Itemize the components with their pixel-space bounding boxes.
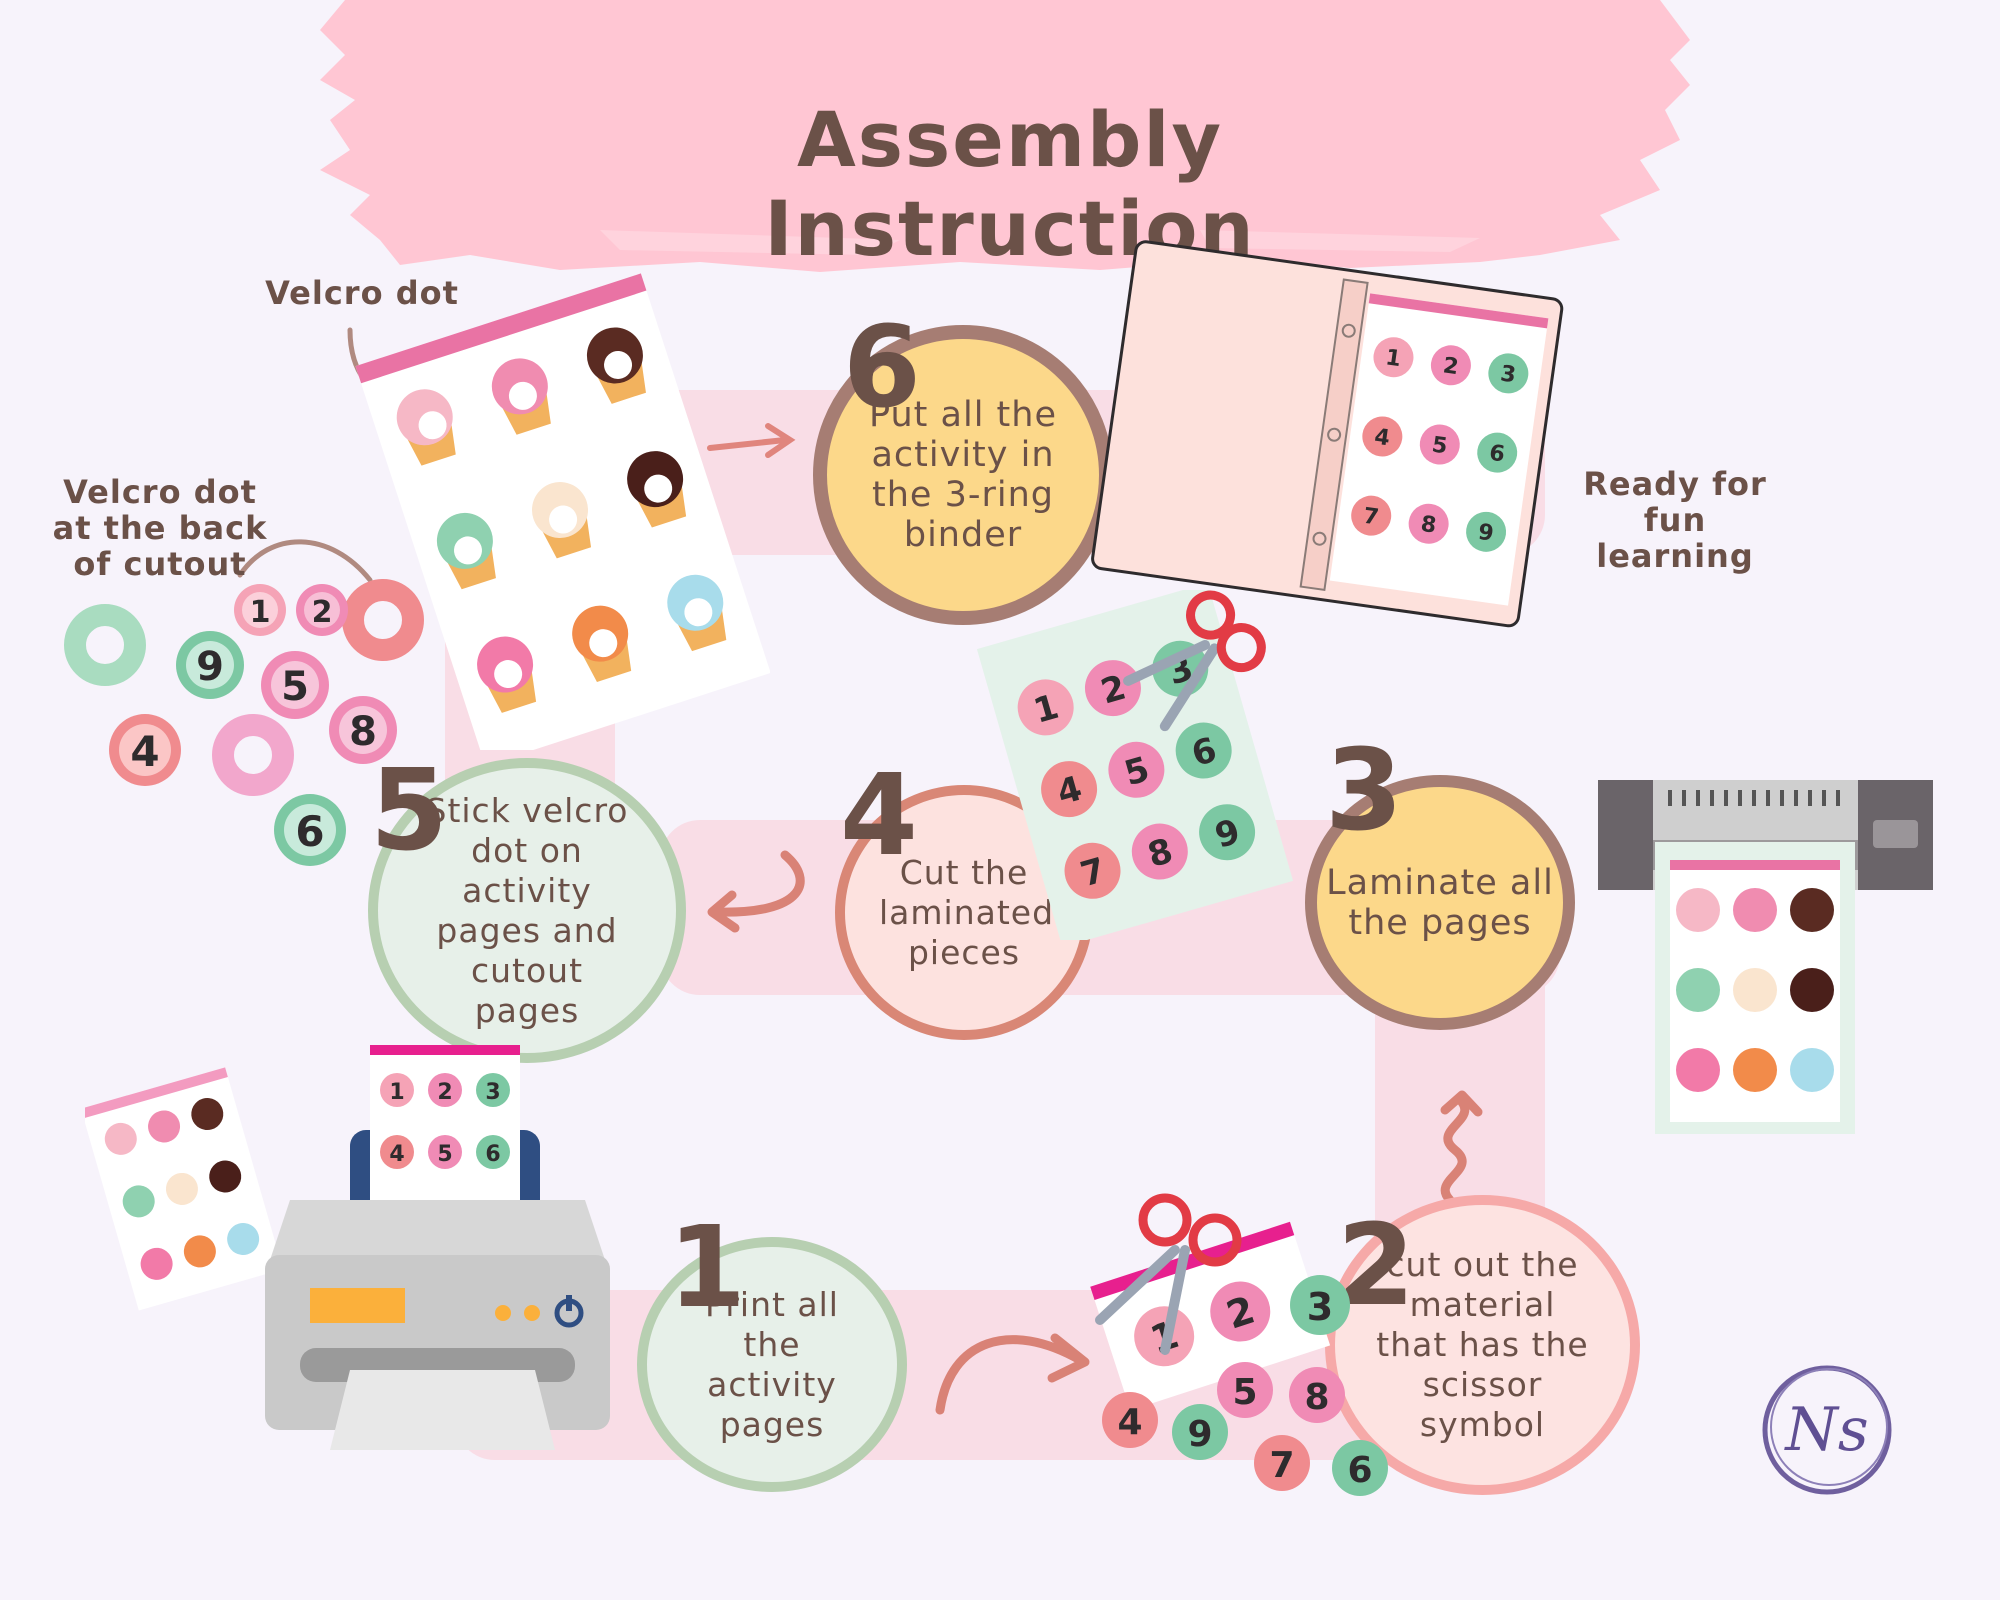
svg-text:1: 1 xyxy=(250,595,271,630)
svg-text:2: 2 xyxy=(1441,353,1460,380)
svg-text:3: 3 xyxy=(485,1080,500,1105)
svg-text:2: 2 xyxy=(312,595,333,630)
cutout-number-sheet: 1 2 3 5 8 4 9 7 6 xyxy=(1090,1193,1388,1496)
step-1-number: 1 xyxy=(668,1203,746,1333)
svg-text:5: 5 xyxy=(437,1142,452,1167)
step-5-circle: Stick velcro dot on activity pages and c… xyxy=(368,758,686,1063)
step-6-text: Put all the activity in the 3-ring binde… xyxy=(869,395,1057,555)
scissors-icon xyxy=(1095,1193,1242,1355)
arrow-1-to-2 xyxy=(935,1335,1085,1415)
cupcake-activity-sheet xyxy=(355,273,770,750)
printer: 1 2 3 4 5 6 xyxy=(85,1045,610,1450)
laminated-number-sheet: 1 2 3 4 5 6 7 8 9 xyxy=(976,590,1294,940)
step-3-text: Laminate all the pages xyxy=(1326,862,1554,943)
step-1-circle: Print all the activity pages xyxy=(637,1237,907,1492)
svg-text:4: 4 xyxy=(130,727,159,776)
step-6-circle: Put all the activity in the 3-ring binde… xyxy=(813,325,1113,625)
step-2-circle: cut out the material that has the scisso… xyxy=(1325,1195,1640,1495)
svg-text:6: 6 xyxy=(485,1142,500,1167)
step-3-number: 3 xyxy=(1325,726,1403,856)
three-ring-binder: 1 2 3 4 5 6 7 8 9 xyxy=(1091,240,1564,628)
step-4-number: 4 xyxy=(840,751,918,881)
velcro-back-line-2: at the back xyxy=(52,509,268,547)
svg-text:9: 9 xyxy=(196,644,224,690)
svg-text:8: 8 xyxy=(1419,512,1438,539)
ns-logo: Ns xyxy=(1762,1365,1892,1495)
ready-line-2: fun learning xyxy=(1596,501,1754,575)
svg-text:4: 4 xyxy=(1117,1402,1142,1443)
arrow-4-to-5 xyxy=(710,850,805,917)
svg-text:8: 8 xyxy=(349,709,377,755)
svg-text:1: 1 xyxy=(1384,345,1403,372)
velcro-dot-label: Velcro dot xyxy=(265,274,459,312)
step-2-number: 2 xyxy=(1337,1201,1415,1331)
svg-text:3: 3 xyxy=(1307,1285,1333,1329)
arrow-5-to-6 xyxy=(707,437,788,451)
laminator-machine xyxy=(1598,780,1933,1134)
svg-text:5: 5 xyxy=(281,664,309,710)
arrow-velcro-back xyxy=(237,539,373,583)
ready-label: Ready for fun learning xyxy=(1560,466,1790,574)
svg-text:9: 9 xyxy=(1187,1414,1212,1455)
svg-text:4: 4 xyxy=(389,1142,404,1167)
scissors-icon xyxy=(1123,590,1266,732)
svg-text:7: 7 xyxy=(1362,504,1381,531)
title-brush-stroke xyxy=(320,0,1690,272)
svg-text:1: 1 xyxy=(389,1080,404,1105)
ready-line-1: Ready for xyxy=(1583,465,1767,503)
arrow-2-to-3 xyxy=(1440,1095,1470,1205)
step-6-number: 6 xyxy=(843,303,921,433)
svg-text:5: 5 xyxy=(1232,1372,1257,1413)
svg-text:3: 3 xyxy=(1499,361,1518,388)
step-1-text: Print all the activity pages xyxy=(705,1284,839,1444)
svg-text:8: 8 xyxy=(1304,1377,1329,1418)
svg-text:Ns: Ns xyxy=(1783,1395,1868,1465)
velcro-back-label: Velcro dot at the back of cutout xyxy=(45,474,275,582)
step-5-number: 5 xyxy=(370,746,448,876)
step-2-text: cut out the material that has the scisso… xyxy=(1376,1245,1589,1444)
svg-text:6: 6 xyxy=(1488,441,1507,468)
cupcake-icon xyxy=(396,327,727,713)
svg-text:6: 6 xyxy=(295,807,324,856)
step-4-text: Cut the laminated pieces xyxy=(879,852,1055,972)
svg-text:4: 4 xyxy=(1373,424,1392,451)
svg-text:9: 9 xyxy=(1477,520,1496,547)
svg-text:5: 5 xyxy=(1430,433,1449,460)
number-cutouts-loose: 1 2 9 5 8 4 6 xyxy=(64,579,424,866)
svg-text:2: 2 xyxy=(437,1080,452,1105)
velcro-back-line-1: Velcro dot xyxy=(63,473,257,511)
step-5-text: Stick velcro dot on activity pages and c… xyxy=(425,790,629,1030)
step-3-circle: Laminate all the pages xyxy=(1305,775,1575,1030)
svg-text:7: 7 xyxy=(1269,1445,1294,1486)
velcro-back-line-3: of cutout xyxy=(73,545,247,583)
svg-text:6: 6 xyxy=(1347,1450,1372,1491)
